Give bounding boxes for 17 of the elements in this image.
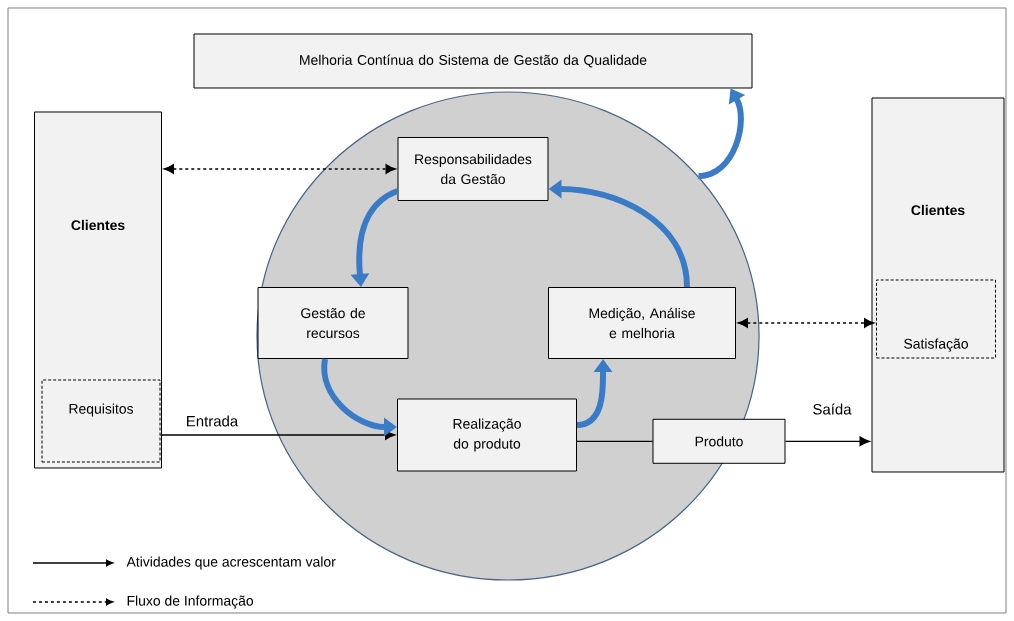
process-box: Medição, Análise e melhoria: [548, 287, 736, 359]
arrow: [784, 436, 870, 447]
connector-line: [576, 440, 654, 442]
title-box: Melhoria Contínua do Sistema de Gestão da Qualidade: [193, 33, 753, 89]
product-box: Produto: [652, 418, 786, 464]
process-box: Realização do produto: [397, 398, 577, 472]
process-box: Responsabilidades da Gestão: [397, 137, 549, 201]
edge-label: Entrada: [184, 414, 240, 428]
legend-text: Fluxo de Informação: [127, 595, 254, 609]
legend-text: Atividades que acrescentam valor: [126, 556, 336, 570]
satisfaction-box: Satisfação: [876, 279, 996, 359]
arrow: [737, 318, 875, 328]
process-box: Gestão de recursos: [257, 287, 409, 359]
requirements-box: Requisitos: [41, 379, 161, 463]
arrow: [163, 164, 396, 174]
edge-label: Saída: [811, 402, 853, 416]
arrow: [159, 430, 396, 440]
